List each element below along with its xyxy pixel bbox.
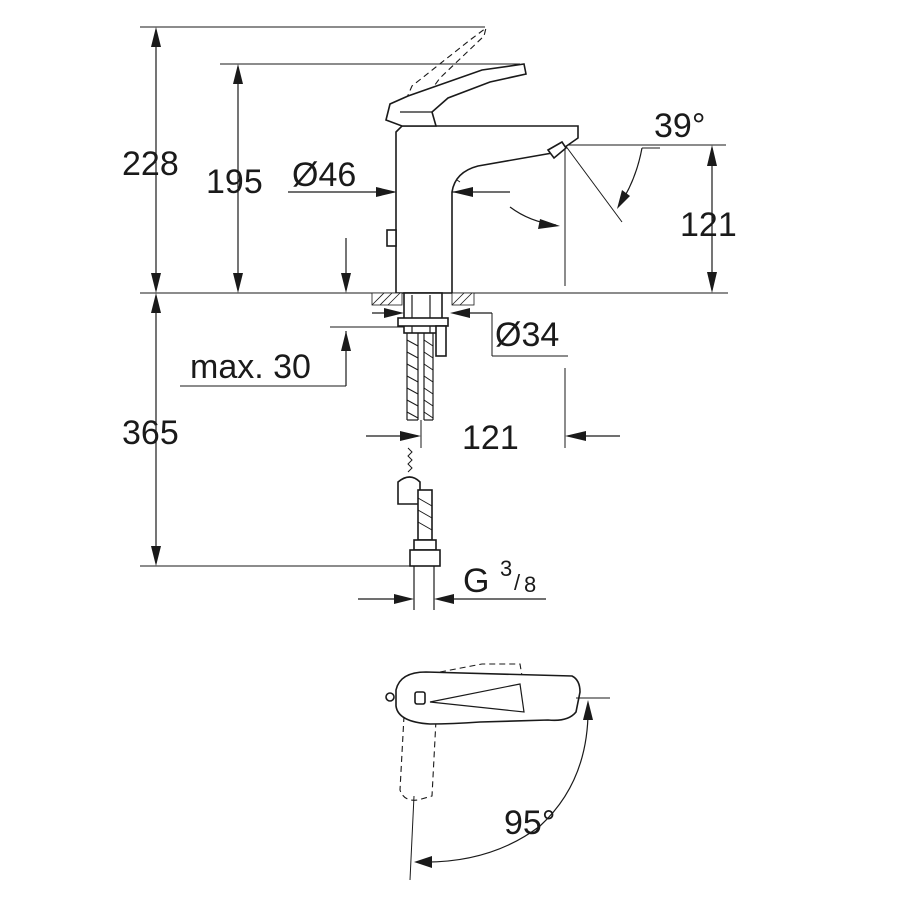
popup-rod-knob xyxy=(386,229,397,247)
dimension-228-label: 228 xyxy=(122,145,179,183)
thread-label-denominator: 8 xyxy=(524,572,536,597)
dimension-228 xyxy=(151,27,161,293)
rotation-angle-label: 95° xyxy=(504,804,555,842)
faucet-top-outline xyxy=(395,671,581,725)
dimension-195 xyxy=(233,64,243,293)
dimension-spout-height xyxy=(707,145,717,293)
deck-mounting xyxy=(371,292,475,357)
dimension-spout-reach-label: 121 xyxy=(462,419,519,457)
side-view: 228 195 Ø46 max. 30 xyxy=(122,26,737,610)
faucet-lever xyxy=(385,63,527,127)
faucet-body xyxy=(395,125,579,294)
lever-swung-position xyxy=(399,715,437,801)
rotation-arc xyxy=(417,703,589,863)
flex-hoses xyxy=(406,333,434,421)
dimension-195-label: 195 xyxy=(206,163,263,201)
dimension-diameter-46 xyxy=(288,187,510,197)
dimension-max-30 xyxy=(180,238,404,387)
lever-alt-position xyxy=(397,26,487,119)
dimension-365 xyxy=(151,293,161,566)
dimension-diameter-46-label: Ø46 xyxy=(292,156,356,194)
dimension-thread xyxy=(358,594,546,604)
dimension-angle-39 xyxy=(564,144,660,223)
dimension-diameter-34 xyxy=(372,308,568,357)
thread-label-numerator: 3 xyxy=(500,556,512,581)
thread-label-slash: / xyxy=(514,570,521,595)
popup-chain xyxy=(397,447,421,505)
dimension-max-30-label: max. 30 xyxy=(190,348,311,386)
dimension-spout-reach xyxy=(366,431,620,441)
dimension-spout-height-label: 121 xyxy=(680,206,737,244)
connection-hose xyxy=(409,489,441,610)
aerator xyxy=(546,140,568,160)
top-view xyxy=(385,663,610,881)
thread-label-g: G xyxy=(463,562,489,600)
dimension-diameter-34-label: Ø34 xyxy=(495,316,559,354)
dimension-angle-39-label: 39° xyxy=(654,107,705,145)
dimension-365-label: 365 xyxy=(122,414,179,452)
